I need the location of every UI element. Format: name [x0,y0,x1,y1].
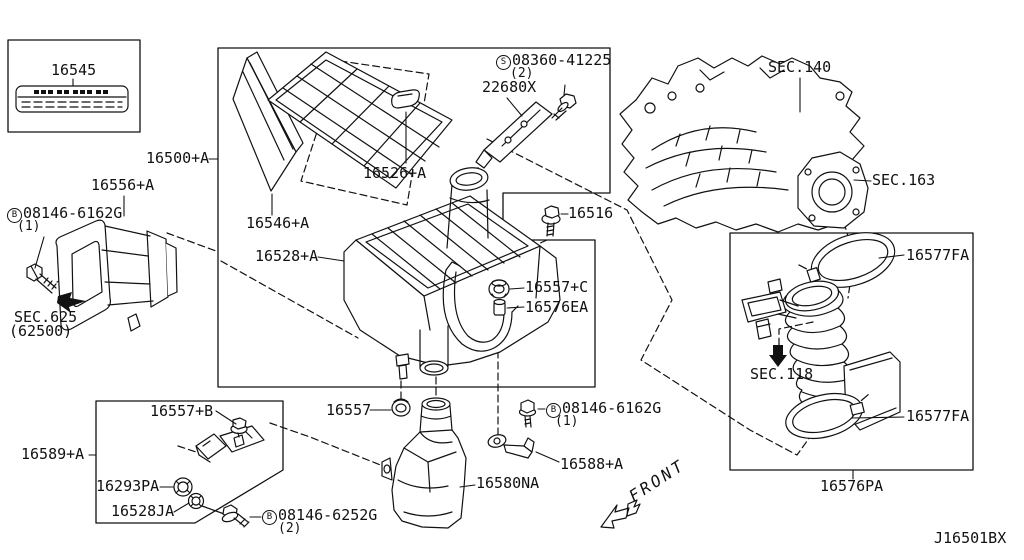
pointer-arrow-duct [57,292,86,313]
fastener-qty-bolt-right: (1) [555,414,579,429]
part-label-16546a: 16546+A [246,214,310,232]
bracket-16588-drawing [487,434,535,459]
part-label-16557: 16557 [326,401,372,419]
bolt-drawing-bottom [221,504,250,528]
circled-b-icon: B [546,403,561,418]
section-label-sec140: SEC.140 [768,58,832,76]
part-label-16589a: 16589+A [21,445,85,463]
bolt-drawing-left [26,263,57,294]
maf-sensor-drawing [475,101,553,169]
part-label-16516: 16516 [568,204,614,222]
fastener-qty-bolt-bottom: (2) [278,521,302,536]
part-label-22680x: 22680X [482,78,537,96]
circled-s-icon: S [496,55,511,70]
leader-lines [34,77,905,518]
bolt-drawing-right [518,399,537,428]
bracket-box-outline [95,400,284,524]
part-label-16500a: 16500+A [146,149,210,167]
maf-screw-drawing [551,93,577,121]
part-label-16528a: 16528+A [255,247,319,265]
part-label-16526a: 16526+A [363,164,427,182]
hose-clamp-top-drawing [798,232,896,288]
part-label-16576pa: 16576PA [820,477,884,495]
resonator-drawing [381,397,467,529]
fastener-qty-screw-maf: (2) [510,66,534,81]
grommet-16557c-drawing [488,279,510,299]
part-label-16557b: 16557+B [150,402,214,420]
part-label-16556a: 16556+A [91,176,155,194]
circled-b-icon: B [7,208,22,223]
front-arrow-icon [600,499,641,529]
collar-16576ea-drawing [493,298,506,316]
section-label-sec625-sub: (62500) [9,322,73,340]
part-label-16293pa: 16293PA [96,477,160,495]
pointer-arrow-sec118 [769,345,787,367]
grommet-16528ja-drawing [187,492,205,510]
caution-sticker-drawing [15,85,129,113]
section-label-sec625: SEC.625 [14,308,78,326]
section-label-sec118: SEC.118 [750,365,814,383]
throttle-body-drawing [797,151,869,229]
circled-b-icon: B [262,510,277,525]
vacuum-connector-drawing [741,278,799,340]
grommet-16293pa-drawing [173,477,193,497]
bolt-16516-drawing [541,205,561,237]
sticker-box-outline [7,39,141,133]
part-label-16545: 16545 [51,61,97,79]
part-label-16580na: 16580NA [476,474,540,492]
bracket-16557b-drawing [195,425,265,463]
fastener-qty-bolt-left: (1) [17,219,41,234]
bolt-16557b-drawing [230,417,248,438]
part-label-16557c: 16557+C [525,278,589,296]
part-label-16588a: 16588+A [560,455,624,473]
air-cleaner-case-drawing [343,167,561,380]
air-duct-box-outline [729,232,974,471]
part-label-16577fa-bottom: 16577FA [906,407,970,425]
section-label-sec163: SEC.163 [872,171,936,189]
air-filter-element-drawing [232,51,304,192]
drawing-code: J16501BX [934,529,1007,547]
part-label-16577fa-top: 16577FA [906,246,970,264]
part-label-16528ja: 16528JA [111,502,175,520]
grommet-16557-drawing [391,398,411,417]
part-label-16576ea: 16576EA [525,298,589,316]
hose-clamp-bottom-drawing [785,392,869,440]
